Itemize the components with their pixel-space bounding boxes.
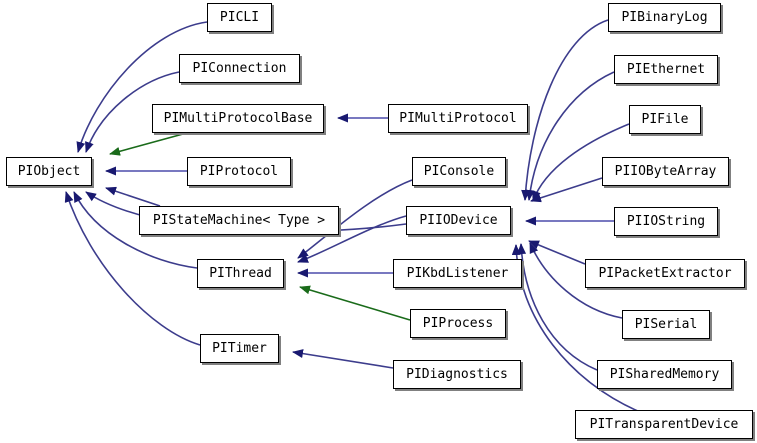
node-label: PIIOByteArray	[614, 164, 717, 179]
node-piethernet[interactable]: PIEthernet	[614, 55, 718, 84]
node-label: PIStateMachine< Type >	[152, 213, 326, 228]
node-pifile[interactable]: PIFile	[629, 105, 701, 134]
node-pitransparentdevice[interactable]: PITransparentDevice	[575, 410, 753, 439]
node-label: PIConnection	[192, 61, 287, 76]
edge-pipacketextractor-piiodevice	[528, 240, 586, 265]
node-label: PIThread	[209, 266, 272, 281]
node-piconnection[interactable]: PIConnection	[179, 54, 300, 83]
node-pidiagnostics[interactable]: PIDiagnostics	[393, 360, 521, 389]
node-label: PIKbdListener	[406, 266, 509, 281]
edge-pidiagnostics-pitimer	[292, 349, 394, 369]
node-piiodevice[interactable]: PIIODevice	[406, 206, 511, 235]
node-label: PIIOString	[626, 214, 706, 229]
edge-piiobytearray-piiodevice	[530, 177, 603, 203]
node-label: PIIODevice	[419, 213, 498, 228]
node-label: PIProtocol	[199, 164, 279, 179]
node-label: PIConsole	[423, 164, 495, 179]
node-pibinarylog[interactable]: PIBinaryLog	[608, 3, 721, 32]
node-piprocess[interactable]: PIProcess	[410, 309, 506, 338]
node-pitimer[interactable]: PITimer	[200, 334, 279, 363]
node-piserial[interactable]: PISerial	[622, 310, 710, 339]
node-label: PICLI	[219, 10, 260, 25]
node-piiostring[interactable]: PIIOString	[614, 207, 718, 236]
node-pisharedmemory[interactable]: PISharedMemory	[597, 360, 732, 389]
node-label: PIProcess	[422, 316, 494, 331]
node-piprotocol[interactable]: PIProtocol	[187, 157, 291, 186]
node-label: PIDiagnostics	[406, 367, 508, 382]
node-pimultiprotocolbase[interactable]: PIMultiProtocolBase	[152, 104, 324, 133]
edge-pistatemachine-piobject	[105, 186, 161, 207]
node-pikbdlistener[interactable]: PIKbdListener	[393, 259, 522, 288]
node-label: PIPacketExtractor	[598, 266, 732, 281]
node-picli[interactable]: PICLI	[207, 3, 272, 32]
edge-pibinarylog-piiodevice	[521, 19, 609, 201]
node-label: PIEthernet	[626, 62, 706, 77]
node-piconsole[interactable]: PIConsole	[412, 157, 506, 186]
node-pimultiprotocol[interactable]: PIMultiProtocol	[388, 104, 528, 133]
node-label: PIBinaryLog	[621, 10, 708, 25]
edge-pimultiprotocolbase-piobject	[109, 133, 184, 156]
edge-piprocess-pithread	[299, 285, 411, 321]
node-pithread[interactable]: PIThread	[197, 259, 284, 288]
node-label: PITransparentDevice	[589, 417, 739, 432]
node-label: PIMultiProtocolBase	[163, 111, 313, 126]
node-label: PISharedMemory	[609, 367, 720, 382]
node-label: PIMultiProtocol	[399, 111, 517, 126]
node-label: PITimer	[212, 341, 267, 356]
node-piiobytearray[interactable]: PIIOByteArray	[602, 157, 729, 186]
node-pistatemachine[interactable]: PIStateMachine< Type >	[139, 206, 339, 235]
node-piobject[interactable]: PIObject	[6, 157, 92, 186]
node-label: PIFile	[641, 112, 689, 127]
node-label: PIObject	[17, 164, 81, 179]
node-pipacketextractor[interactable]: PIPacketExtractor	[585, 259, 745, 288]
node-label: PISerial	[634, 317, 698, 332]
